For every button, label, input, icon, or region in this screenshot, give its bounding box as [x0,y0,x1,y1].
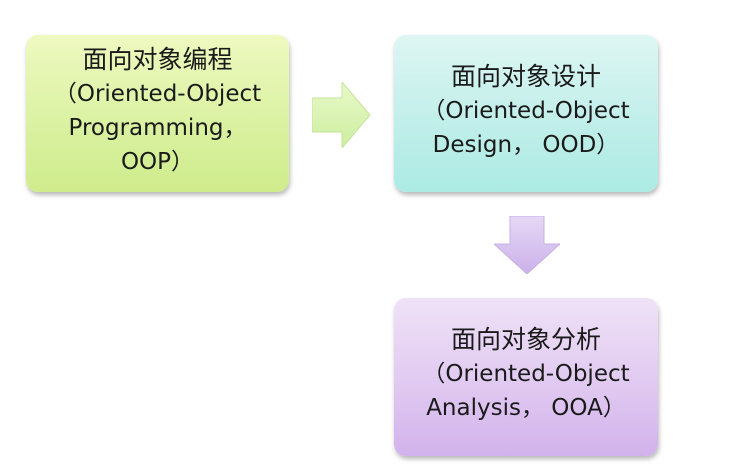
ooa-title: 面向对象分析 [450,325,601,354]
oop-english-line-2: Programming， [68,115,247,141]
ood-english-line-2: Design， OOD） [432,132,620,158]
oop-abbreviation: OOP） [120,149,195,175]
oop-title: 面向对象编程 [82,45,233,74]
ood-title: 面向对象设计 [450,62,601,91]
ooa-box: 面向对象分析 （Oriented-Object Analysis， OOA） [394,298,658,456]
ood-box: 面向对象设计 （Oriented-Object Design， OOD） [394,35,658,192]
oop-english-line-1: （Oriented-Object [53,81,262,107]
down-arrow-icon [494,216,560,274]
ooa-english-line-2: Analysis， OOA） [426,395,626,421]
oop-box: 面向对象编程 （Oriented-Object Programming， OOP… [26,35,289,192]
ooa-english-line-1: （Oriented-Object [422,361,630,387]
right-arrow-icon [312,82,370,148]
ood-english-line-1: （Oriented-Object [422,98,630,124]
